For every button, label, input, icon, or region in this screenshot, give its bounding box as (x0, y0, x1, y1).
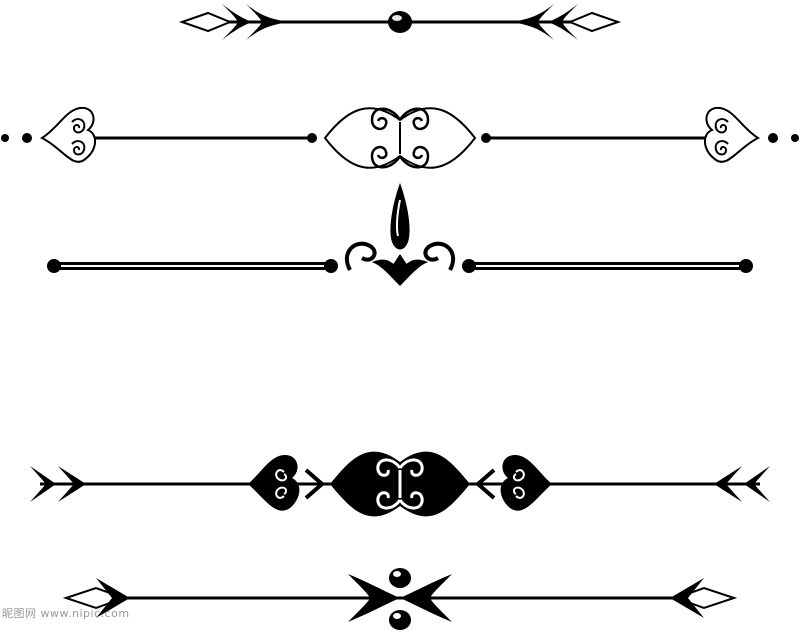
arrow-tip-left (178, 11, 233, 33)
divider-hearts-solid (30, 451, 770, 517)
fletch-left-1 (30, 466, 56, 502)
heart-right-solid (500, 454, 552, 511)
heart-left (39, 106, 96, 163)
heart-right (704, 106, 761, 163)
divider-arrows-crossed (62, 568, 738, 630)
watermark-text: 昵图网 www.nipic.com (2, 607, 130, 620)
arrow-barb-right (670, 578, 704, 618)
center-bead (388, 11, 412, 33)
flourish-curl-left (344, 241, 377, 271)
dot (768, 133, 778, 143)
flourish-curl-right (423, 241, 456, 271)
arrow-feather-right-1 (512, 4, 554, 40)
center-swirls (376, 458, 424, 510)
arrow-feather-left-1 (222, 4, 252, 40)
drop-ornament (390, 183, 410, 250)
dot (22, 133, 32, 143)
chevron-right (474, 468, 496, 500)
dot (791, 134, 799, 142)
chevron-left (304, 468, 326, 500)
bead-bottom (389, 610, 411, 630)
bead-top (389, 568, 411, 588)
flourish-center (372, 259, 428, 286)
heart-left-solid (248, 454, 300, 511)
dot (1, 134, 9, 142)
fletch-right-2 (714, 466, 742, 502)
divider-arrows-bead (178, 4, 622, 40)
arrow-feather-left-2 (246, 4, 288, 40)
fletch-left-2 (58, 466, 86, 502)
center-swirls (370, 107, 430, 169)
cross-wing-right (400, 574, 452, 622)
arrow-tip-right (567, 11, 622, 33)
divider-hearts-swirls (1, 106, 799, 169)
fletch-right-1 (744, 466, 770, 502)
arrow-barb-left (96, 578, 130, 618)
divider-drop-bar (47, 183, 753, 286)
arrow-feather-right-2 (548, 4, 578, 40)
cross-wing-left (348, 574, 400, 622)
